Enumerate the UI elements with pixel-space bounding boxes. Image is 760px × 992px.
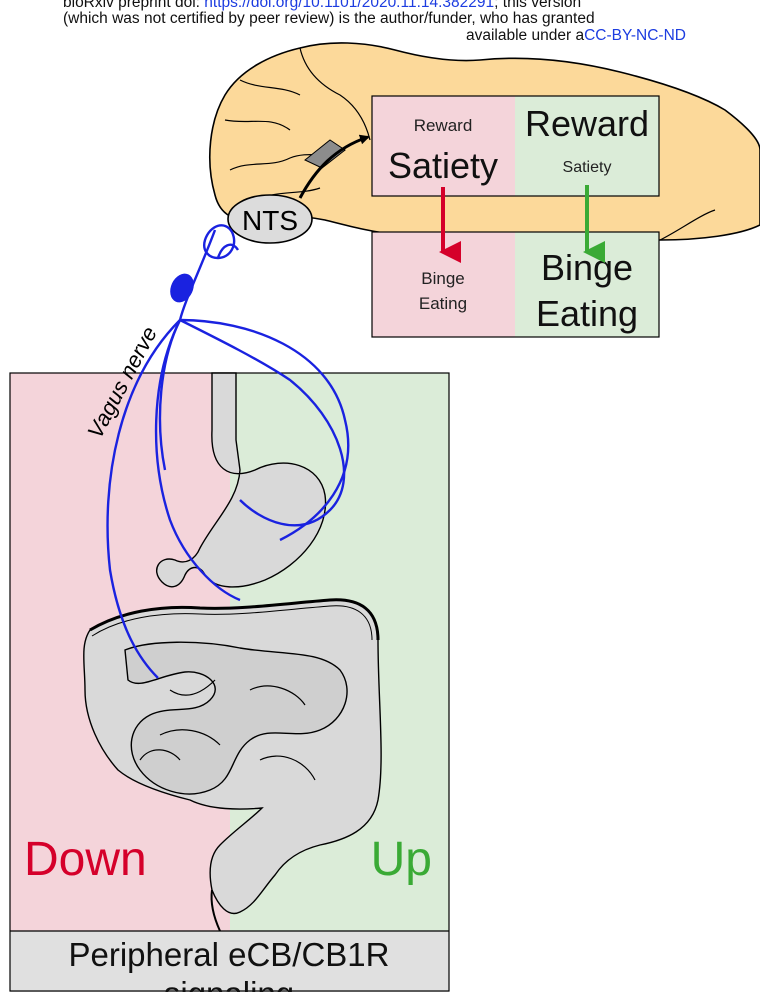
bottom-left-small-label-line2: Eating bbox=[419, 294, 467, 313]
up-label: Up bbox=[371, 833, 432, 886]
top-right-small-label: Satiety bbox=[563, 159, 612, 176]
caption-line-2: signaling bbox=[164, 975, 294, 992]
caption-line-1: Peripheral eCB/CB1R bbox=[69, 936, 390, 973]
bottom-right-large-label-line2: Eating bbox=[536, 293, 638, 334]
nts-label: NTS bbox=[242, 205, 298, 236]
bottom-left-small-label-line1: Binge bbox=[421, 269, 464, 288]
nodose-ganglion bbox=[166, 270, 199, 306]
top-right-large-label: Reward bbox=[525, 103, 649, 144]
top-left-small-label: Reward bbox=[414, 116, 473, 135]
down-label: Down bbox=[24, 833, 147, 886]
top-left-large-label: Satiety bbox=[388, 145, 498, 186]
nts-node: NTS bbox=[228, 195, 312, 243]
bottom-right-large-label-line1: Binge bbox=[541, 247, 633, 288]
